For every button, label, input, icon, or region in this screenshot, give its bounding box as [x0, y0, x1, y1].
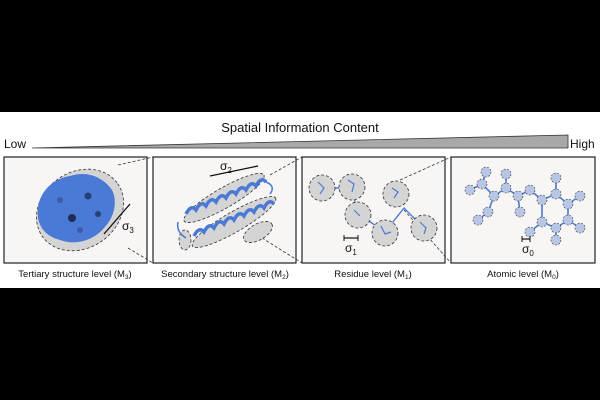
tertiary-structure: σ3	[36, 168, 134, 252]
residue-bead	[410, 214, 438, 242]
panel-residue	[301, 156, 446, 264]
caption-secondary: Secondary structure level (M2)	[161, 269, 289, 281]
caption-tertiary: Tertiary structure level (M3)	[18, 269, 131, 281]
caption-atomic: Atomic level (M0)	[487, 269, 559, 281]
molecule-bonds	[469, 171, 581, 240]
sigma2-label: σ2	[220, 159, 232, 175]
surface-cavity	[95, 211, 101, 217]
residue-structure: σ1	[308, 173, 438, 257]
low-label: Low	[4, 137, 26, 151]
alpha-helix	[192, 200, 276, 237]
surface-cavity	[77, 227, 83, 233]
sigma3-label: σ3	[122, 219, 134, 235]
sigma0-label: σ0	[522, 242, 534, 258]
caption-residue: Residue level (M1)	[334, 269, 412, 281]
atom-beads	[464, 166, 586, 246]
alpha-helix	[184, 178, 268, 215]
surface-cavity	[68, 214, 76, 222]
information-wedge	[31, 134, 569, 149]
atomic-structure: σ0	[464, 166, 586, 258]
protein-surface	[37, 173, 115, 243]
residue-bead	[344, 201, 372, 229]
sigma2-scale-bar	[209, 165, 259, 177]
high-label: High	[570, 137, 595, 151]
secondary-structure: σ2	[176, 159, 277, 251]
panel-secondary	[152, 156, 297, 264]
surface-cavity	[57, 197, 63, 203]
loop-chain	[176, 181, 273, 239]
sigma3-scale-bar	[103, 203, 131, 235]
header-title: Spatial Information Content	[221, 120, 379, 135]
residue-bead	[338, 173, 366, 201]
sigma1-label: σ1	[345, 241, 357, 257]
surface-cavity	[84, 192, 92, 200]
side-chains	[317, 179, 427, 235]
residue-bead	[308, 174, 336, 202]
helix-end-ellipse	[243, 221, 273, 243]
